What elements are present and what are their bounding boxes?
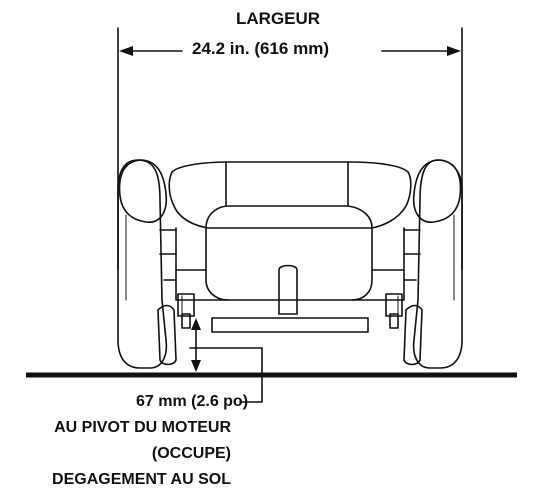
width-value: 24.2 in. (616 mm)	[186, 39, 336, 59]
clearance-label-line: AU PIVOT DU MOTEUR	[54, 419, 231, 436]
left-caster-bracket	[177, 293, 195, 317]
clearance-label-line: (OCCUPE)	[151, 445, 231, 462]
left-drive-wheel	[117, 159, 168, 369]
clearance-value: 67 mm (2.6 po)	[136, 393, 249, 410]
left-fender	[118, 159, 168, 223]
center-stem	[278, 264, 298, 315]
left-side-panel	[159, 229, 177, 281]
right-fender	[412, 159, 462, 223]
right-side-panel	[403, 229, 421, 281]
right-caster-arm	[389, 313, 399, 329]
right-caster-wheel	[403, 304, 423, 366]
left-caster-arm	[181, 313, 191, 329]
base-inner	[205, 227, 373, 301]
width-arrow-left	[119, 46, 133, 56]
right-caster-bracket	[385, 293, 403, 317]
clearance-label-line: DEGAGEMENT AU SOL	[52, 471, 231, 488]
seat-cushion	[168, 161, 412, 229]
motor-pivot-bar	[211, 317, 369, 333]
clearance-leader	[239, 347, 263, 403]
base-box	[175, 227, 405, 301]
width-title: LARGEUR	[236, 9, 321, 28]
left-caster-wheel	[157, 304, 177, 366]
seat-front-edge	[205, 205, 373, 229]
clearance-arrow-down	[191, 360, 201, 372]
width-arrow-right	[447, 46, 461, 56]
